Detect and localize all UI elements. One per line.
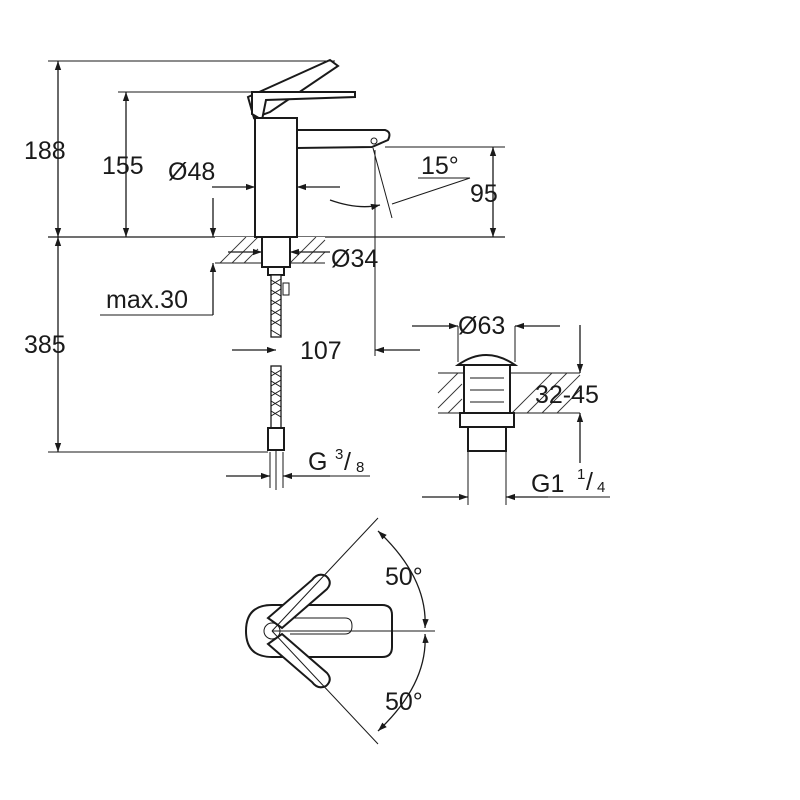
label-lever-angle-top: 50° (385, 563, 423, 591)
waste-valve-view (412, 322, 610, 505)
label-hose-connection-num: 3 (335, 446, 343, 463)
waste-cap (454, 354, 519, 366)
lever-up (266, 573, 331, 630)
faucet-spout (296, 129, 391, 150)
label-waste-thread: G1 (531, 470, 564, 498)
label-waste-thread-num: 1 (577, 466, 585, 483)
label-hose-connection: G (308, 448, 327, 476)
label-hose-connection-slash: / (344, 448, 351, 476)
faucet-body (254, 117, 298, 238)
label-spout-height: 155 (102, 152, 144, 180)
shank-nut (267, 266, 285, 276)
hose-nut (267, 427, 285, 451)
faucet-cap (251, 91, 356, 122)
label-waste-thread-slash: / (586, 468, 593, 496)
lever-down (266, 632, 331, 689)
label-total-height: 188 (24, 137, 66, 165)
faucet-top-view (244, 517, 435, 745)
label-hose-length: 385 (24, 331, 66, 359)
label-outlet-height: 95 (470, 180, 498, 208)
waste-body (463, 364, 511, 414)
label-lever-angle-bottom: 50° (385, 688, 423, 716)
label-waste-range: 32-45 (535, 381, 599, 409)
label-waste-thread-den: 4 (597, 479, 605, 496)
waste-nut (459, 412, 515, 428)
supply-hose (267, 274, 285, 490)
faucet-side-view (48, 58, 505, 490)
shank (261, 236, 291, 268)
aerator (370, 137, 378, 145)
label-body-diameter: Ø48 (168, 158, 215, 186)
label-projection: 107 (300, 337, 342, 365)
label-spout-angle: 15° (421, 152, 459, 180)
label-max-deck: max.30 (106, 286, 188, 314)
waste-tail (467, 426, 507, 452)
label-hose-connection-den: 8 (356, 459, 364, 476)
label-hole-diameter: Ø34 (331, 245, 378, 273)
label-waste-diameter: Ø63 (458, 312, 505, 340)
